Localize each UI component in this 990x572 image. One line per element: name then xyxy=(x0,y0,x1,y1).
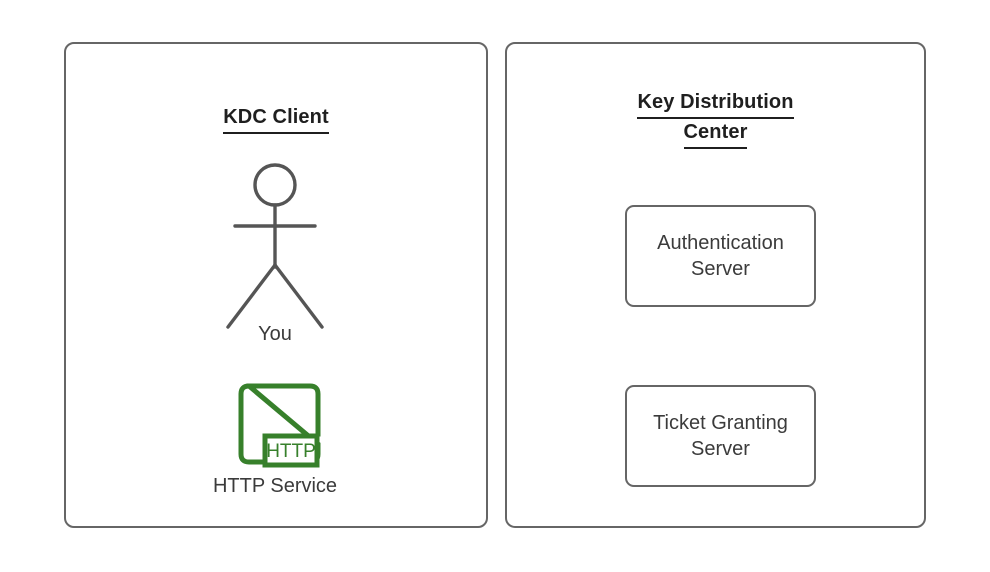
box-authentication-server-label: Authentication Server xyxy=(649,230,792,282)
panel-kdc-client-title-text: KDC Client xyxy=(223,104,329,134)
panel-kdc-client-title: KDC Client xyxy=(66,104,486,134)
http-service-label: HTTP Service xyxy=(212,475,338,497)
box-authentication-server: Authentication Server xyxy=(625,205,816,307)
panel-kdc-title-line2: Center xyxy=(683,119,748,149)
http-service-icon: HTTP xyxy=(205,382,345,468)
actor-label-you: You xyxy=(258,323,292,345)
http-service-icon-svg: HTTP xyxy=(238,383,321,468)
panel-kdc-title-line1: Key Distribution xyxy=(637,89,794,119)
stick-figure-leg-left xyxy=(226,263,277,329)
panel-kdc-title: Key Distribution Center xyxy=(507,89,924,149)
http-service-icon-badge-text: HTTP xyxy=(266,441,316,462)
http-service-node: HTTP HTTP Service xyxy=(205,382,345,502)
box-ticket-granting-server-line2: Server xyxy=(691,438,750,460)
box-authentication-server-line1: Authentication xyxy=(657,232,784,254)
box-ticket-granting-server-line1: Ticket Granting xyxy=(653,412,788,434)
http-service-icon-badge xyxy=(262,433,320,468)
stick-figure-icon xyxy=(205,155,345,355)
stick-figure-leg-right xyxy=(273,263,324,329)
stick-figure-head xyxy=(253,163,297,207)
box-ticket-granting-server-label: Ticket Granting Server xyxy=(645,410,796,462)
stick-figure-svg xyxy=(226,163,324,329)
box-ticket-granting-server: Ticket Granting Server xyxy=(625,385,816,487)
box-authentication-server-line2: Server xyxy=(691,258,750,280)
